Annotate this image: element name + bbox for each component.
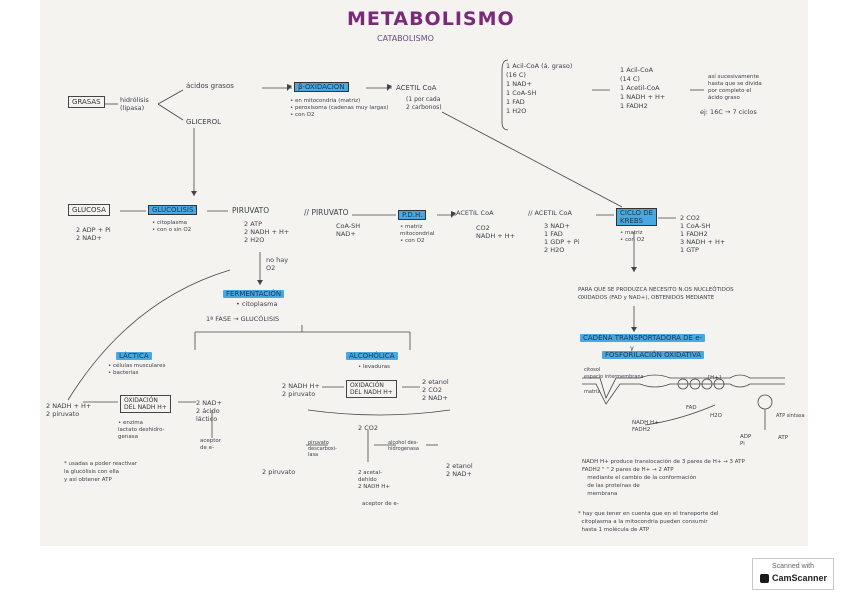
lactica-enzyme-box: OXIDACIÓN DEL NADH H+ xyxy=(120,395,171,413)
cadena-y: y xyxy=(630,344,634,352)
glucosa-products: 2 ADP + Pi 2 NAD+ xyxy=(76,226,111,242)
pdh-outputs: CO2 NADH + H+ xyxy=(476,224,516,240)
alcoholica-label: ALCOHÓLICA xyxy=(346,352,398,360)
krebs-after-note: PARA QUE SE PRODUZCA NECESITO N.OS NUCLE… xyxy=(578,287,734,301)
alcoholica-notes: • levaduras xyxy=(358,364,391,370)
glicerol-label: GLICEROL xyxy=(186,118,221,126)
cadena-adp: ADP Pi xyxy=(740,434,752,447)
alcoholica-outputs: 2 etanol 2 CO2 2 NAD+ xyxy=(422,378,449,402)
krebs-label: CICLO DE KREBS xyxy=(616,208,658,226)
fermentacion-fase: 1ª FASE → GLUCÓLISIS xyxy=(206,315,280,323)
beta-oxidacion-notes: • en mitocondria (matriz) • peroxisoma (… xyxy=(290,98,389,118)
lactica-notes: • células musculares • bacterias xyxy=(108,363,166,376)
acyl-example: ej: 16C → 7 ciclos xyxy=(700,108,757,116)
cadena-atp: ATP xyxy=(778,435,789,441)
acetil-coa-label: ACETIL CoA xyxy=(396,84,437,92)
krebs-notes: • matriz • con O2 xyxy=(620,230,645,243)
cadena-notes: NADH H+ produce translocación de 3 pares… xyxy=(582,459,745,497)
pdh-acetil: ACETIL CoA xyxy=(456,209,494,217)
atp-synthase-label: ATP sintasa xyxy=(776,413,805,419)
alcoholica-co2: 2 CO2 xyxy=(358,424,378,432)
citosol-label: citosol xyxy=(584,367,601,373)
piruvato-descarboxilasa: piruvato descarboxi- lasa xyxy=(308,440,337,458)
alcoholica-etanol: 2 etanol 2 NAD+ xyxy=(446,462,473,478)
lactica-outputs: 2 NAD+ 2 ácido láctico xyxy=(196,399,222,423)
pdh-piruvato: // PIRUVATO xyxy=(304,208,349,217)
piruvato-products: 2 ATP 2 NADH + H+ 2 H2O xyxy=(244,220,290,244)
cadena-nadh: NADH H+ FADH2 xyxy=(632,420,659,433)
no-hay-o2: no hay O2 xyxy=(266,256,289,272)
fosforilacion-label: FOSFORILACIÓN OXIDATIVA xyxy=(602,351,704,359)
lactica-enzyme2: • enzima lactato deshidro- genasa xyxy=(118,420,165,440)
camscanner-logo-icon xyxy=(760,574,769,583)
glucolisis-notes: • citoplasma • con o sin O2 xyxy=(152,220,192,233)
camscanner-badge: Scanned with CamScanner xyxy=(752,558,834,590)
camscanner-text: CamScanner xyxy=(772,573,828,583)
fermentacion-label: FERMENTACIÓN xyxy=(223,290,285,298)
h-plus-label: [H+] xyxy=(708,375,722,381)
page-title: METABOLISMO xyxy=(347,8,515,30)
piruvato-label: PIRUVATO xyxy=(232,206,270,215)
cadena-fad: FAD xyxy=(686,405,697,411)
cadena-note2: * hay que tener en cuenta que en el tran… xyxy=(578,511,719,533)
acyl-outputs: 1 Acil-CoA (14 C) 1 Acetil-CoA 1 NADH + … xyxy=(620,66,666,110)
acetaldehido: 2 acetal- dehído 2 NADH H+ xyxy=(358,470,390,490)
alcohol-deshidrogenasa: alcohol des- hidrogenasa xyxy=(388,440,419,452)
grasas-box: GRASAS xyxy=(68,96,105,108)
lactica-label: LÁCTICA xyxy=(116,352,152,360)
krebs-acetil: // ACETIL CoA xyxy=(528,209,572,217)
notes-sheet: METABOLISMO CATABOLISMO GRASAS hidrólisi… xyxy=(40,0,808,546)
lactica-inputs: 2 NADH + H+ 2 piruvato xyxy=(46,402,92,418)
alcoholica-piruvato: 2 piruvato xyxy=(262,468,296,476)
hidrolisis-label: hidrólisis (lipasa) xyxy=(120,96,149,112)
pdh-inputs: CoA-SH NAD+ xyxy=(336,222,361,238)
matriz-label: matriz xyxy=(584,389,600,395)
alcoholica-inputs: 2 NADH H+ 2 piruvato xyxy=(282,382,320,398)
page-subtitle: CATABOLISMO xyxy=(377,34,434,43)
acyl-note: así sucesivamente hasta que se divida po… xyxy=(708,74,762,101)
alcoholica-enzyme-box: OXIDACIÓN DEL NADH H+ xyxy=(346,380,397,398)
krebs-inputs: 3 NAD+ 1 FAD 1 GDP + Pi 2 H2O xyxy=(544,222,580,254)
glucolisis-label: GLUCÓLISIS xyxy=(148,205,198,215)
alcoholica-aceptor: aceptor de e- xyxy=(362,501,399,507)
beta-oxidacion-label: β-OXIDACIÓN xyxy=(294,82,349,92)
cadena-h2o: H2O xyxy=(710,413,722,419)
pdh-label: P.D.H. xyxy=(398,210,427,220)
acidos-grasos-label: ácidos grasos xyxy=(186,82,234,90)
connector-lines xyxy=(67,59,785,462)
glucosa-box: GLUCOSA xyxy=(68,204,110,216)
lactica-note: * usadas a poder reactivar la glucólisis… xyxy=(64,461,138,483)
fermentacion-note: • citoplasma xyxy=(236,300,278,308)
lactica-acceptor: aceptor de e- xyxy=(200,438,222,451)
cadena-label: CADENA TRANSPORTADORA DE e- xyxy=(580,334,706,342)
acetil-coa-note: (1 por cada 2 carbonos) xyxy=(406,96,442,111)
scanned-with-text: Scanned with xyxy=(771,563,815,570)
acyl-inputs: 1 Acil-CoA (á. graso) (16 C) 1 NAD+ 1 Co… xyxy=(506,62,573,115)
krebs-outputs: 2 CO2 1 CoA-SH 1 FADH2 3 NADH + H+ 1 GTP xyxy=(680,214,726,254)
membrana-label: espacio intermembrana xyxy=(584,374,644,380)
pdh-notes: • matriz mitocondrial • con O2 xyxy=(400,224,435,244)
